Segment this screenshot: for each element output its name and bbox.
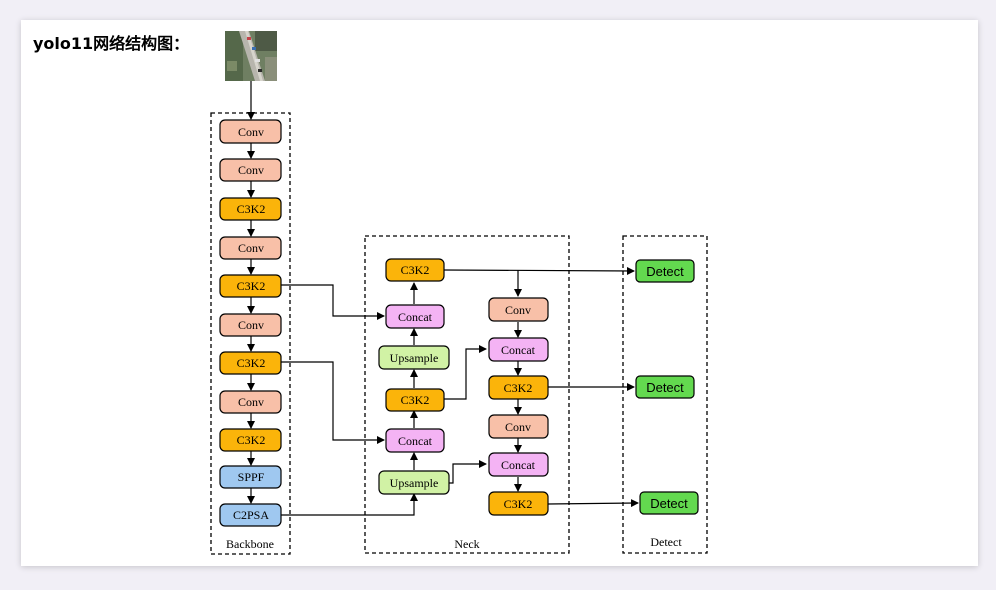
neck-right-nodes: Conv Concat C3K2 Conv Concat C3K2 <box>488 297 549 516</box>
neck-node-concat-1: Concat <box>385 304 445 329</box>
detect-head-1: Detect <box>635 259 695 283</box>
svg-text:C3K2: C3K2 <box>401 393 430 407</box>
neck-node-c3k2-top: C3K2 <box>385 258 445 282</box>
svg-text:C3K2: C3K2 <box>237 202 266 216</box>
detect-region <box>622 235 708 554</box>
svg-text:Concat: Concat <box>501 343 536 357</box>
svg-text:Conv: Conv <box>505 420 531 434</box>
detect-label: Detect <box>650 535 682 549</box>
neck-node-concat-4: Concat <box>488 452 549 477</box>
neck-region <box>364 235 570 554</box>
backbone-node-c3k2-1: C3K2 <box>219 197 282 221</box>
backbone-node-c3k2-4: C3K2 <box>219 428 282 452</box>
svg-text:C3K2: C3K2 <box>237 356 266 370</box>
neck-node-c3k2-mid: C3K2 <box>385 388 445 412</box>
svg-text:Upsample: Upsample <box>390 476 439 490</box>
svg-text:Conv: Conv <box>238 318 264 332</box>
svg-text:Concat: Concat <box>501 458 536 472</box>
neck-node-conv-2: Conv <box>488 414 549 439</box>
svg-text:C3K2: C3K2 <box>504 497 533 511</box>
neck-left-nodes: C3K2 Concat Upsample C3K2 Concat Upsampl… <box>378 258 450 495</box>
neck-label: Neck <box>454 537 479 551</box>
svg-text:C2PSA: C2PSA <box>233 508 269 522</box>
backbone-node-conv-5: Conv <box>219 390 282 414</box>
edges <box>247 81 639 516</box>
svg-text:Concat: Concat <box>398 434 433 448</box>
svg-text:Concat: Concat <box>398 310 433 324</box>
backbone-region <box>210 112 291 555</box>
backbone-node-c3k2-3: C3K2 <box>219 351 282 375</box>
backbone-nodes: Conv Conv C3K2 Conv C3K2 Conv C3K2 Conv <box>219 119 282 527</box>
page-title: yolo11网络结构图： <box>33 34 190 53</box>
backbone-node-sppf: SPPF <box>219 465 282 489</box>
neck-node-upsample-2: Upsample <box>378 470 450 495</box>
neck-node-upsample-1: Upsample <box>378 345 450 370</box>
backbone-node-conv-3: Conv <box>219 236 282 260</box>
svg-text:Detect: Detect <box>650 496 688 511</box>
svg-text:Upsample: Upsample <box>390 351 439 365</box>
backbone-label: Backbone <box>226 537 274 551</box>
svg-text:Conv: Conv <box>238 125 264 139</box>
backbone-node-conv-4: Conv <box>219 313 282 337</box>
svg-text:Conv: Conv <box>505 303 531 317</box>
svg-text:Detect: Detect <box>646 264 684 279</box>
input-aerial-image <box>225 31 277 81</box>
svg-text:SPPF: SPPF <box>238 470 265 484</box>
neck-node-concat-3: Concat <box>488 337 549 362</box>
neck-node-c3k2-r2: C3K2 <box>488 491 549 516</box>
backbone-node-c2psa: C2PSA <box>219 503 282 527</box>
svg-text:C3K2: C3K2 <box>504 381 533 395</box>
backbone-node-conv-2: Conv <box>219 158 282 182</box>
detect-head-3: Detect <box>639 491 699 515</box>
svg-text:Detect: Detect <box>646 380 684 395</box>
neck-node-concat-2: Concat <box>385 428 445 453</box>
svg-text:C3K2: C3K2 <box>401 263 430 277</box>
neck-node-conv-1: Conv <box>488 297 549 322</box>
detect-head-2: Detect <box>635 375 695 399</box>
svg-text:C3K2: C3K2 <box>237 433 266 447</box>
svg-text:Conv: Conv <box>238 163 264 177</box>
svg-text:Conv: Conv <box>238 241 264 255</box>
detect-nodes: Detect Detect Detect <box>635 259 699 515</box>
svg-text:Conv: Conv <box>238 395 264 409</box>
backbone-node-c3k2-2: C3K2 <box>219 274 282 298</box>
backbone-node-conv-1: Conv <box>219 119 282 144</box>
neck-node-c3k2-r1: C3K2 <box>488 375 549 400</box>
svg-text:C3K2: C3K2 <box>237 279 266 293</box>
